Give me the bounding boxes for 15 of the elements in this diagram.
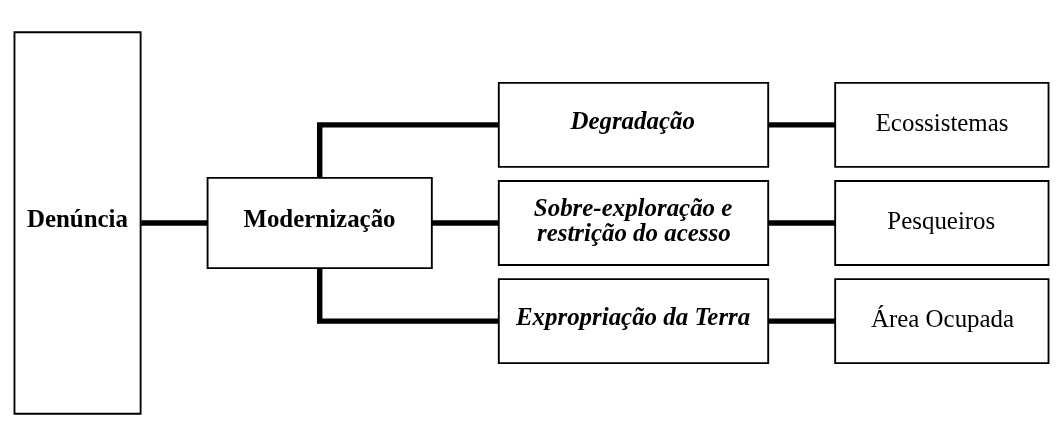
connector: [317, 268, 499, 324]
node-box: Ecossistemas: [834, 81, 1050, 168]
node-box: Modernização: [206, 176, 433, 270]
connector: [768, 318, 836, 324]
node-box: Área Ocupada: [834, 278, 1050, 365]
connector: [141, 220, 208, 226]
connector: [317, 122, 499, 178]
node-box: Degradação: [497, 81, 770, 168]
node-box: Expropriação da Terra: [497, 278, 770, 365]
node-box: Sobre-exploração e restrição do acesso: [497, 180, 770, 266]
connector: [768, 220, 836, 226]
node-box: Denúncia: [13, 31, 142, 415]
node-box: Pesqueiros: [834, 180, 1050, 266]
connector: [768, 122, 836, 128]
connector: [432, 220, 499, 226]
